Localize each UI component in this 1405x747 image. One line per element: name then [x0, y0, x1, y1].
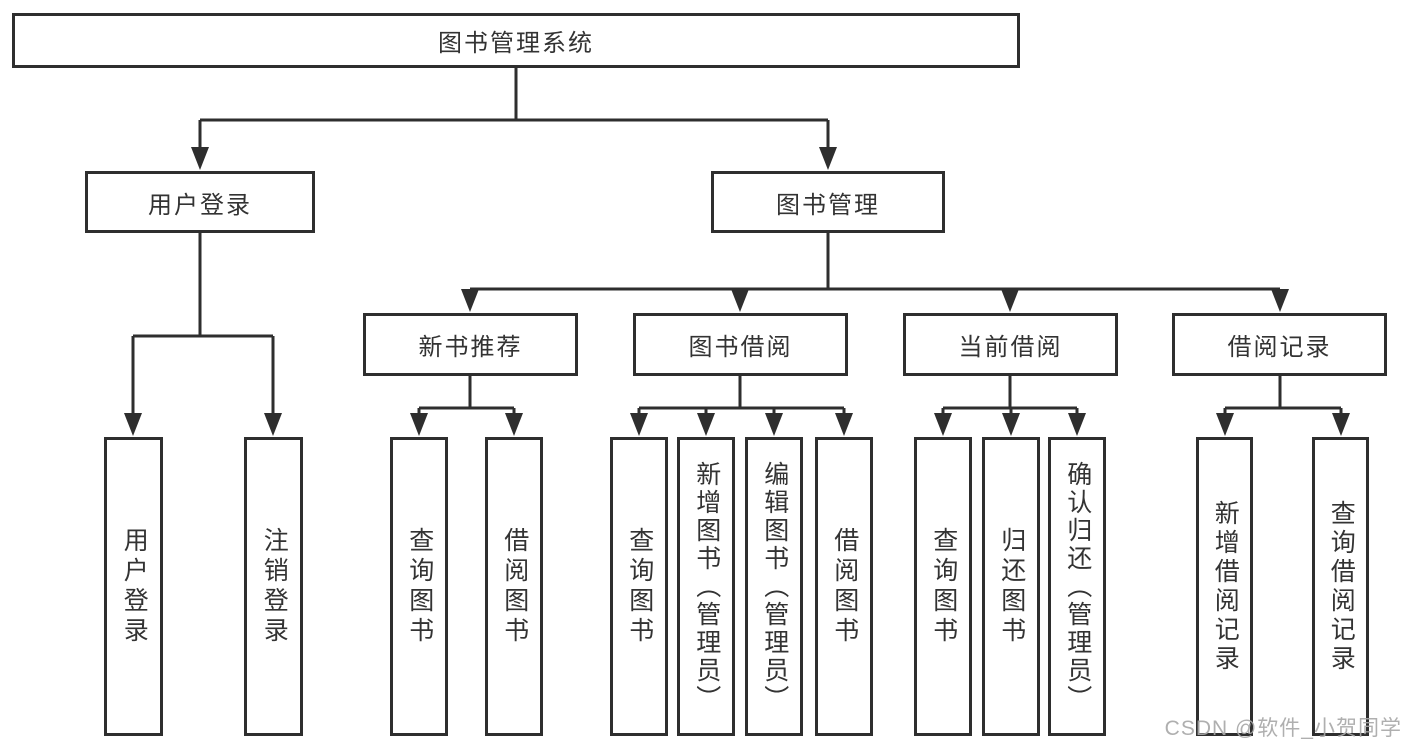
node-book-management: 图书管理	[711, 171, 945, 233]
leaf-label: 新增图书（管理员）	[692, 460, 721, 713]
leaf-label: 用户登录	[120, 526, 149, 647]
connector-userlogin-to-leaves	[131, 233, 275, 416]
connector-root-to-level2	[198, 68, 830, 150]
leaf-label: 归还图书	[997, 526, 1026, 647]
leaf-label: 借阅图书	[500, 526, 529, 647]
leaf-label: 借阅图书	[830, 526, 859, 647]
leaf-label: 查询借阅记录	[1327, 499, 1356, 674]
node-leaf-cb-query-books: 查询图书	[914, 437, 972, 736]
connector-bookborrow-to-leaves	[637, 376, 846, 416]
connector-currentborrow-to-leaves	[941, 376, 1079, 416]
node-leaf-logout: 注销登录	[244, 437, 303, 736]
leaf-label: 确认归还（管理员）	[1063, 460, 1092, 713]
leaf-label: 新增借阅记录	[1211, 499, 1240, 674]
node-library-management-system: 图书管理系统	[12, 13, 1020, 68]
node-leaf-bb-edit-books-admin: 编辑图书（管理员）	[745, 437, 803, 736]
node-user-login: 用户登录	[85, 171, 315, 233]
node-leaf-bb-add-books-admin: 新增图书（管理员）	[677, 437, 735, 736]
leaf-label: 查询图书	[405, 526, 434, 647]
node-current-borrow: 当前借阅	[903, 313, 1118, 376]
connector-borrowrecords-to-leaves	[1223, 376, 1343, 416]
watermark: CSDN @软件_小贺同学	[1164, 717, 1402, 740]
leaf-label: 查询图书	[929, 526, 958, 647]
node-borrow-records: 借阅记录	[1172, 313, 1387, 376]
leaf-label: 查询图书	[625, 526, 654, 647]
connector-newbook-to-leaves	[417, 376, 516, 416]
node-book-borrow: 图书借阅	[633, 313, 848, 376]
leaf-label: 编辑图书（管理员）	[760, 460, 789, 713]
connector-bookmgmt-to-level3	[468, 233, 1282, 294]
node-leaf-nb-borrow-books: 借阅图书	[485, 437, 543, 736]
node-leaf-bb-borrow-books: 借阅图书	[815, 437, 873, 736]
node-leaf-br-query-record: 查询借阅记录	[1312, 437, 1369, 736]
node-leaf-cb-return-books: 归还图书	[982, 437, 1040, 736]
arrowheads	[124, 147, 1350, 436]
node-leaf-br-add-record: 新增借阅记录	[1196, 437, 1253, 736]
leaf-label: 注销登录	[260, 526, 289, 647]
node-leaf-cb-confirm-return-admin: 确认归还（管理员）	[1048, 437, 1106, 736]
node-leaf-user-login: 用户登录	[104, 437, 163, 736]
node-new-book-recommend: 新书推荐	[363, 313, 578, 376]
node-leaf-bb-query-books: 查询图书	[610, 437, 668, 736]
node-leaf-nb-query-books: 查询图书	[390, 437, 448, 736]
